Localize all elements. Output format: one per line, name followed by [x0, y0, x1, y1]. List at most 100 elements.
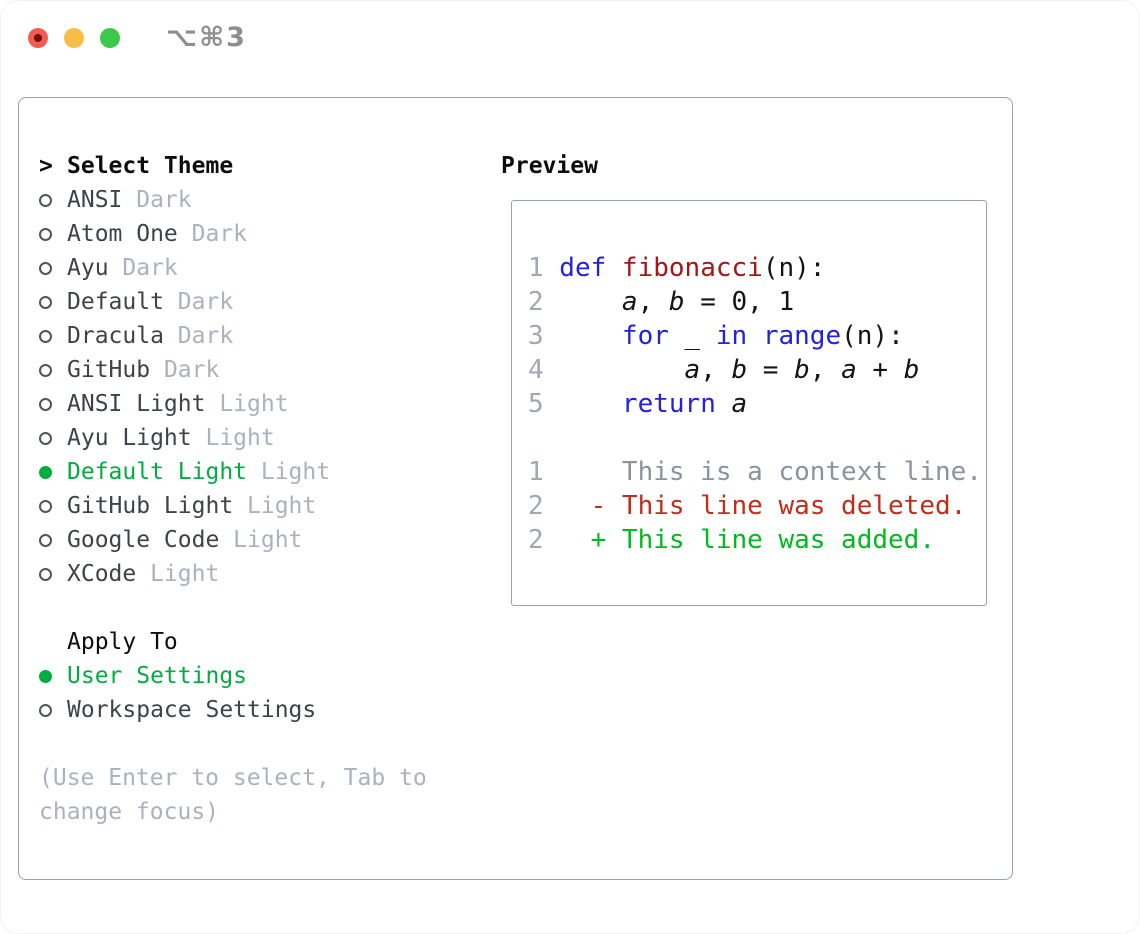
theme-variant-tag: Light — [150, 561, 220, 587]
line-number: 1 — [528, 253, 544, 283]
radio-unselected-icon — [39, 295, 52, 309]
select-theme-heading: Select Theme — [67, 153, 234, 179]
window-title: ⌥⌘3 — [166, 22, 247, 53]
theme-name: Default — [67, 289, 164, 315]
theme-variant-tag: Light — [247, 493, 317, 519]
code-segment — [559, 389, 622, 419]
code-segment: a — [841, 355, 857, 385]
code-segment: = — [747, 355, 795, 385]
code-segment — [747, 321, 763, 351]
radio-cell — [39, 397, 67, 411]
code-segment: b — [794, 355, 810, 385]
radio-cell — [39, 193, 67, 207]
code-segment: This is a context line. — [559, 457, 982, 487]
radio-unselected-icon — [39, 363, 52, 377]
radio-unselected-icon — [39, 567, 52, 581]
code-segment: return — [621, 389, 716, 419]
minimize-button[interactable] — [64, 28, 84, 48]
code-segment: b — [903, 355, 920, 385]
theme-variant-tag: Dark — [177, 323, 234, 349]
titlebar: ⌥⌘3 — [0, 0, 1140, 76]
theme-variant-tag: Light — [205, 425, 275, 451]
code-segment: a — [731, 389, 748, 419]
theme-variant-tag: Light — [219, 391, 289, 417]
theme-name: GitHub Light — [67, 493, 234, 519]
code-segment — [559, 355, 684, 385]
radio-unselected-icon — [39, 193, 52, 207]
line-number: 2 — [528, 525, 544, 555]
line-number: 2 — [528, 491, 544, 521]
theme-option-github-light[interactable]: GitHub Light Light — [39, 489, 479, 523]
prompt-caret-icon: > — [39, 153, 53, 179]
code-segment: b — [731, 355, 748, 385]
radio-unselected-icon — [39, 261, 52, 275]
theme-variant-tag: Dark — [122, 255, 178, 281]
code-segment: , — [637, 287, 669, 317]
radio-cell — [39, 499, 67, 513]
code-segment: for — [621, 321, 669, 351]
apply-option-label: Workspace Settings — [67, 697, 317, 723]
theme-option-xcode[interactable]: XCode Light — [39, 557, 479, 591]
theme-name: XCode — [67, 561, 137, 587]
line-number: 5 — [528, 389, 544, 419]
theme-name: Default Light — [67, 459, 248, 485]
zoom-button[interactable] — [100, 28, 120, 48]
code-segment: _ — [668, 321, 716, 351]
radio-selected-icon — [39, 465, 52, 479]
code-segment: + This line was added. — [559, 525, 935, 555]
theme-option-ansi-light[interactable]: ANSI Light Light — [39, 387, 479, 421]
theme-name: Atom One — [67, 221, 178, 247]
code-segment — [559, 321, 622, 351]
theme-name: Ayu Light — [67, 425, 192, 451]
theme-name: ANSI Light — [67, 391, 206, 417]
radio-cell — [39, 329, 67, 343]
code-segment: - This line was deleted. — [559, 491, 967, 521]
theme-variant-tag: Dark — [136, 187, 192, 213]
radio-unselected-icon — [39, 431, 52, 445]
code-segment: (n): — [762, 253, 826, 283]
code-blank-line — [528, 421, 982, 455]
code-line: 4 a, b = b, a + b — [528, 353, 982, 387]
close-dot-icon — [34, 34, 42, 42]
code-line: 3 for _ in range(n): — [528, 319, 982, 353]
code-segment — [606, 253, 622, 283]
close-button[interactable] — [28, 28, 48, 48]
code-segment: = 0, 1 — [684, 287, 795, 317]
line-number: 2 — [528, 287, 544, 317]
line-number: 4 — [528, 355, 544, 385]
apply-option-user-settings[interactable]: User Settings — [39, 659, 479, 693]
line-number: 3 — [528, 321, 544, 351]
code-segment: b — [668, 287, 685, 317]
code-line: 1 def fibonacci(n): — [528, 251, 982, 285]
radio-unselected-icon — [39, 397, 52, 411]
theme-variant-tag: Light — [233, 527, 303, 553]
code-segment: def — [559, 253, 607, 283]
radio-unselected-icon — [39, 227, 52, 241]
theme-option-ayu-light[interactable]: Ayu Light Light — [39, 421, 479, 455]
line-number: 1 — [528, 457, 544, 487]
apply-option-label: User Settings — [67, 663, 248, 689]
apply-to-header-row: Apply To — [39, 625, 479, 659]
code-segment: , — [809, 355, 842, 385]
code-segment: a — [621, 287, 638, 317]
code-segment: (n): — [841, 321, 904, 351]
code-segment: fibonacci — [621, 253, 763, 283]
apply-option-workspace-settings[interactable]: Workspace Settings — [39, 693, 479, 727]
spacer — [39, 591, 479, 625]
code-segment: , — [700, 355, 732, 385]
apply-to-heading: Apply To — [67, 629, 178, 655]
code-segment: range — [762, 321, 842, 351]
